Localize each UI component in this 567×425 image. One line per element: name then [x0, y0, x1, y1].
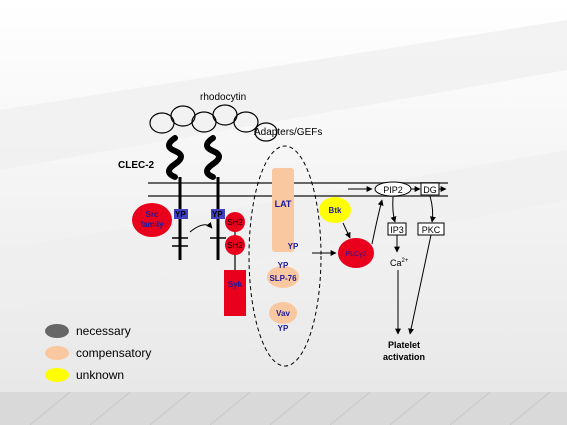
syk-node [224, 270, 246, 316]
vav-label: Vav [276, 309, 290, 318]
platelet-label: Platelet [388, 340, 420, 350]
sh2-domain-1 [225, 212, 245, 232]
adapters-label: Adapters/GEFs [254, 127, 322, 138]
rhodocytin-ligand [149, 104, 278, 142]
legend: necessary compensatory unknown [45, 324, 151, 382]
calcium-label: Ca2+ [390, 258, 409, 268]
legend-label-necessary: necessary [76, 324, 131, 338]
src-label-2: family [140, 220, 164, 229]
activation-label: activation [383, 352, 425, 362]
src-label-1: Src [146, 210, 159, 219]
btk-label: Btk [329, 206, 342, 215]
plcg2-node [338, 238, 374, 268]
src-family-node [132, 203, 172, 237]
ip3-label: IP3 [390, 225, 404, 235]
legend-swatch-necessary [45, 324, 69, 338]
legend-label-unknown: unknown [76, 368, 124, 382]
yp-label-right: YP [212, 210, 223, 219]
legend-swatch-compensatory [45, 346, 69, 360]
arrow-pkc-to-activation [408, 234, 432, 335]
slp76-yp-label: YP [278, 261, 289, 270]
ligand-label: rhodocytin [200, 92, 246, 103]
legend-swatch-unknown [45, 368, 69, 382]
lat-yp-label: YP [288, 242, 299, 251]
slp76-label: SLP-76 [269, 274, 297, 283]
yp-box-left [174, 209, 188, 219]
sh2-label-1: SH2 [227, 218, 243, 227]
vav-node [269, 302, 297, 324]
dg-label: DG [423, 185, 437, 195]
arrow-src-to-receptor [189, 221, 213, 233]
receptor-label: CLEC-2 [118, 160, 155, 171]
sh2-label-2: SH2 [227, 241, 243, 250]
adapter-complex-outline [248, 145, 322, 367]
sh2-domain-2 [225, 235, 245, 255]
btk-node [319, 197, 351, 223]
pkc-label: PKC [422, 225, 441, 235]
arrow-pip2-to-ip3 [390, 196, 397, 223]
lat-node [272, 168, 294, 252]
yp-label-left: YP [175, 210, 186, 219]
syk-label: Syk [228, 280, 243, 289]
pip2-label: PIP2 [383, 185, 403, 195]
slp76-node [267, 266, 299, 288]
arrow-btk-to-plc [342, 222, 351, 239]
vav-yp-label: YP [278, 324, 289, 333]
legend-label-compensatory: compensatory [76, 346, 151, 360]
arrow-dg-to-pkc [429, 195, 436, 223]
plcg2-label: PLCγ2 [345, 251, 366, 258]
arrow-plc-to-pip2 [371, 199, 384, 245]
yp-box-right [211, 209, 225, 219]
lat-label: LAT [275, 199, 292, 209]
